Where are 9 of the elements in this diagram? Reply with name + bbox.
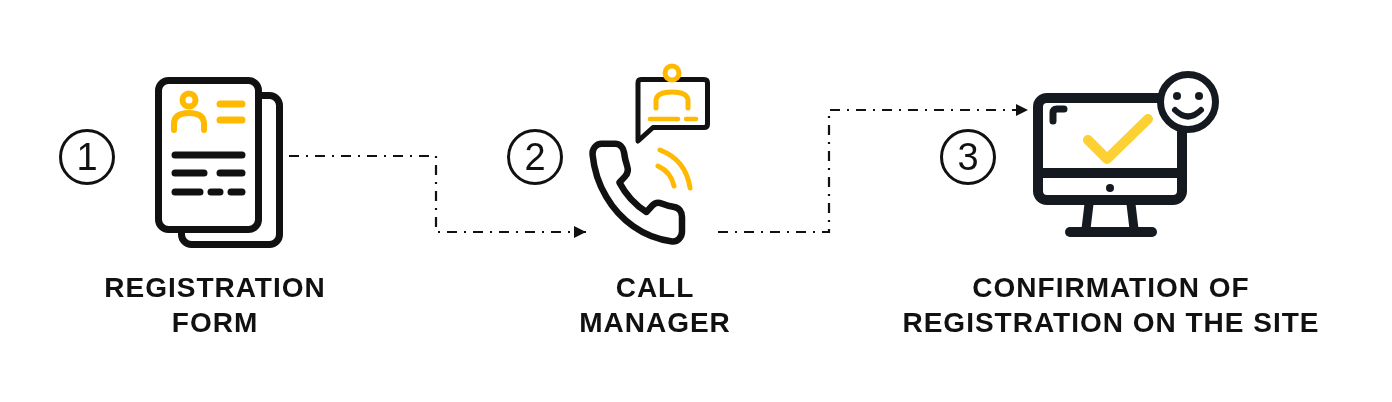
step-number: 2 (507, 129, 563, 185)
computer-monitor-icon (1030, 70, 1222, 238)
step-caption: CONFIRMATION OF REGISTRATION ON THE SITE (901, 271, 1321, 340)
step-number: 1 (59, 129, 115, 185)
step-caption: CALL MANAGER (578, 271, 732, 340)
step-caption: REGISTRATION FORM (103, 271, 327, 340)
dash-dot-arrow (718, 104, 1028, 234)
dash-dot-arrow (289, 154, 586, 238)
step-number: 3 (940, 129, 996, 185)
